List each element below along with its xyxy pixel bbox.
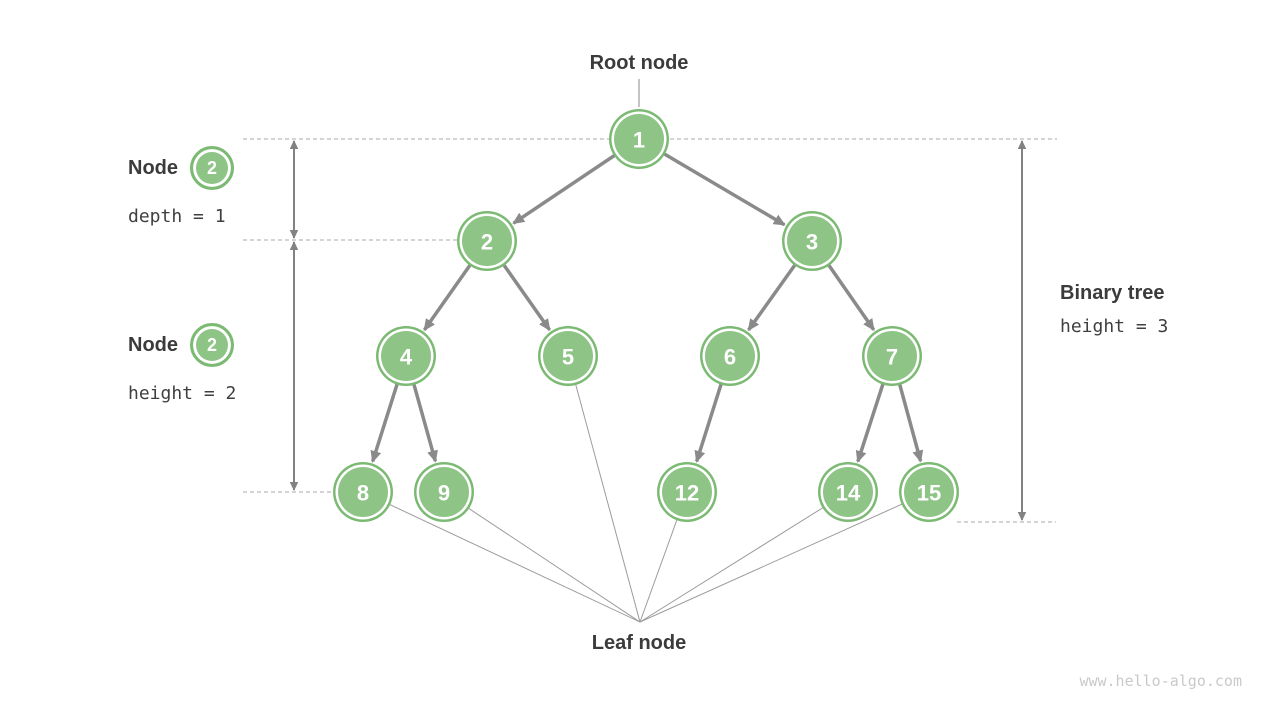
leaf-node-label: Leaf node — [591, 632, 687, 654]
tree-node-9: 9 — [414, 462, 474, 522]
node-body — [904, 467, 954, 517]
tree-height-caption: height = 3 — [1060, 316, 1169, 337]
node-height-badge-value: 2 — [206, 334, 217, 355]
root-node-label: Root node — [589, 52, 689, 74]
node-value: 12 — [675, 481, 699, 506]
node-value: 8 — [357, 481, 369, 506]
node-value: 9 — [438, 481, 450, 506]
node-value: 7 — [886, 345, 898, 370]
node-body — [543, 331, 593, 381]
node-body — [462, 216, 512, 266]
tree-node-8: 8 — [333, 462, 393, 522]
tree-node-12: 12 — [657, 462, 717, 522]
node-height-badge: 2 — [190, 323, 234, 367]
leaf-pointer-line-15 — [639, 491, 930, 623]
tree-height-title: Binary tree — [1060, 282, 1165, 304]
tree-node-15: 15 — [899, 462, 959, 522]
tree-node-4: 4 — [376, 326, 436, 386]
node-height-caption: height = 2 — [128, 383, 237, 404]
tree-node-6: 6 — [700, 326, 760, 386]
node-value: 14 — [836, 481, 861, 506]
node-depth-annotation-row: Node 2 — [128, 146, 234, 190]
node-value: 4 — [400, 345, 413, 370]
node-depth-title: Node — [128, 157, 178, 179]
node-value: 15 — [917, 481, 941, 506]
tree-node-5: 5 — [538, 326, 598, 386]
node-height-annotation-row: Node 2 — [128, 323, 236, 367]
node-value: 6 — [724, 345, 736, 370]
node-body — [705, 331, 755, 381]
node-depth-badge: 2 — [190, 146, 234, 190]
tree-node-2: 2 — [457, 211, 517, 271]
tree-height-annotation: Binary tree height = 3 — [1060, 281, 1168, 338]
node-value: 1 — [633, 128, 645, 153]
tree-node-14: 14 — [818, 462, 878, 522]
node-body — [381, 331, 431, 381]
leaf-pointer-line-5 — [567, 355, 641, 623]
tree-node-1: 1 — [609, 109, 669, 169]
node-body — [614, 114, 664, 164]
node-depth-caption: depth = 1 — [128, 206, 226, 227]
node-depth-badge-value: 2 — [206, 157, 217, 178]
tree-node-7: 7 — [862, 326, 922, 386]
node-body — [867, 331, 917, 381]
watermark: www.hello-algo.com — [1079, 672, 1242, 690]
node-body — [662, 467, 712, 517]
node-depth-annotation: Node 2 depth = 1 — [128, 146, 234, 228]
node-body — [419, 467, 469, 517]
node-value: 3 — [806, 230, 818, 255]
node-body — [823, 467, 873, 517]
node-height-annotation: Node 2 height = 2 — [128, 323, 236, 405]
node-body — [787, 216, 837, 266]
node-height-title: Node — [128, 334, 178, 356]
tree-node-3: 3 — [782, 211, 842, 271]
leaf-pointer-line-14 — [639, 491, 849, 623]
node-value: 5 — [562, 345, 574, 370]
leaf-pointer-line-9 — [443, 491, 641, 623]
node-body — [338, 467, 388, 517]
leaf-pointer-line-8 — [362, 491, 641, 623]
node-value: 2 — [481, 230, 493, 255]
